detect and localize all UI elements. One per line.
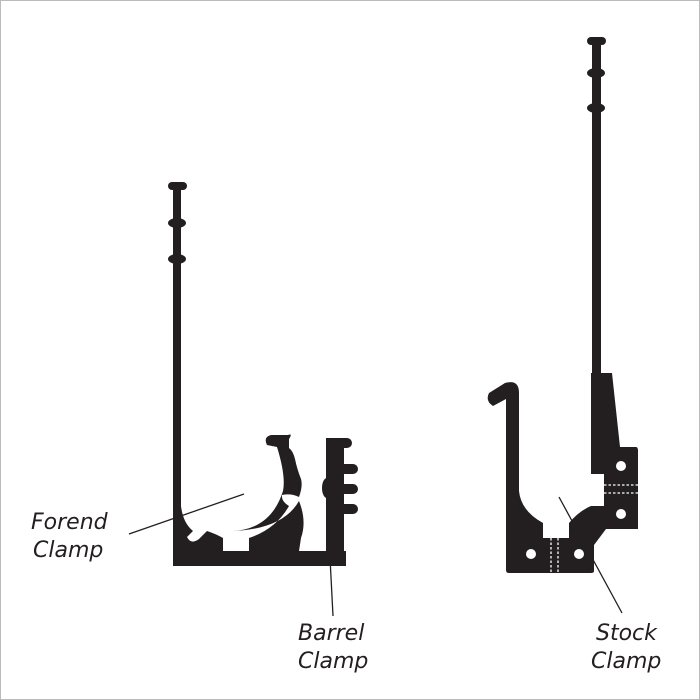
rod-knob — [168, 254, 186, 264]
screw-hole — [616, 509, 626, 519]
rod-knob — [168, 182, 187, 190]
label-line: Clamp — [591, 649, 662, 674]
barrel-leader-line — [327, 518, 334, 617]
rod-knob — [587, 68, 605, 78]
rod-knob — [168, 218, 186, 228]
barrel-finger — [331, 504, 358, 514]
forend-clamp-body — [173, 434, 346, 566]
label-line: Clamp — [298, 649, 369, 674]
rod-knob — [587, 103, 605, 113]
stock-clamp-label: Stock Clamp — [591, 620, 661, 676]
label-line: Stock — [596, 621, 657, 646]
screw-hole — [574, 549, 584, 559]
barrel-finger — [331, 484, 358, 494]
screw-hole — [616, 461, 626, 471]
screw-hole — [526, 549, 536, 559]
barrel-clamp-label: Barrel Clamp — [298, 620, 368, 676]
label-line: Forend — [31, 510, 108, 535]
stock-clamp-body — [487, 373, 638, 573]
cut-lines — [550, 484, 638, 573]
label-line: Barrel — [298, 621, 365, 646]
barrel-finger — [331, 464, 358, 474]
rod-knob — [587, 37, 606, 45]
stock-clamp-part — [487, 37, 638, 573]
label-line: Clamp — [33, 538, 104, 563]
stock-rod — [592, 41, 601, 381]
stock-clamp-holes — [526, 461, 626, 559]
forend-clamp-label: Forend Clamp — [31, 509, 108, 565]
barrel-bump — [322, 478, 332, 498]
leader-lines — [128, 493, 623, 617]
stock-leader-line — [558, 496, 623, 614]
forend-leader-line — [128, 493, 245, 535]
barrel-finger — [326, 438, 352, 448]
barrel-clamp-bar — [326, 438, 338, 558]
forend-rod — [173, 185, 181, 515]
forend-barrel-clamp-part — [168, 182, 358, 566]
